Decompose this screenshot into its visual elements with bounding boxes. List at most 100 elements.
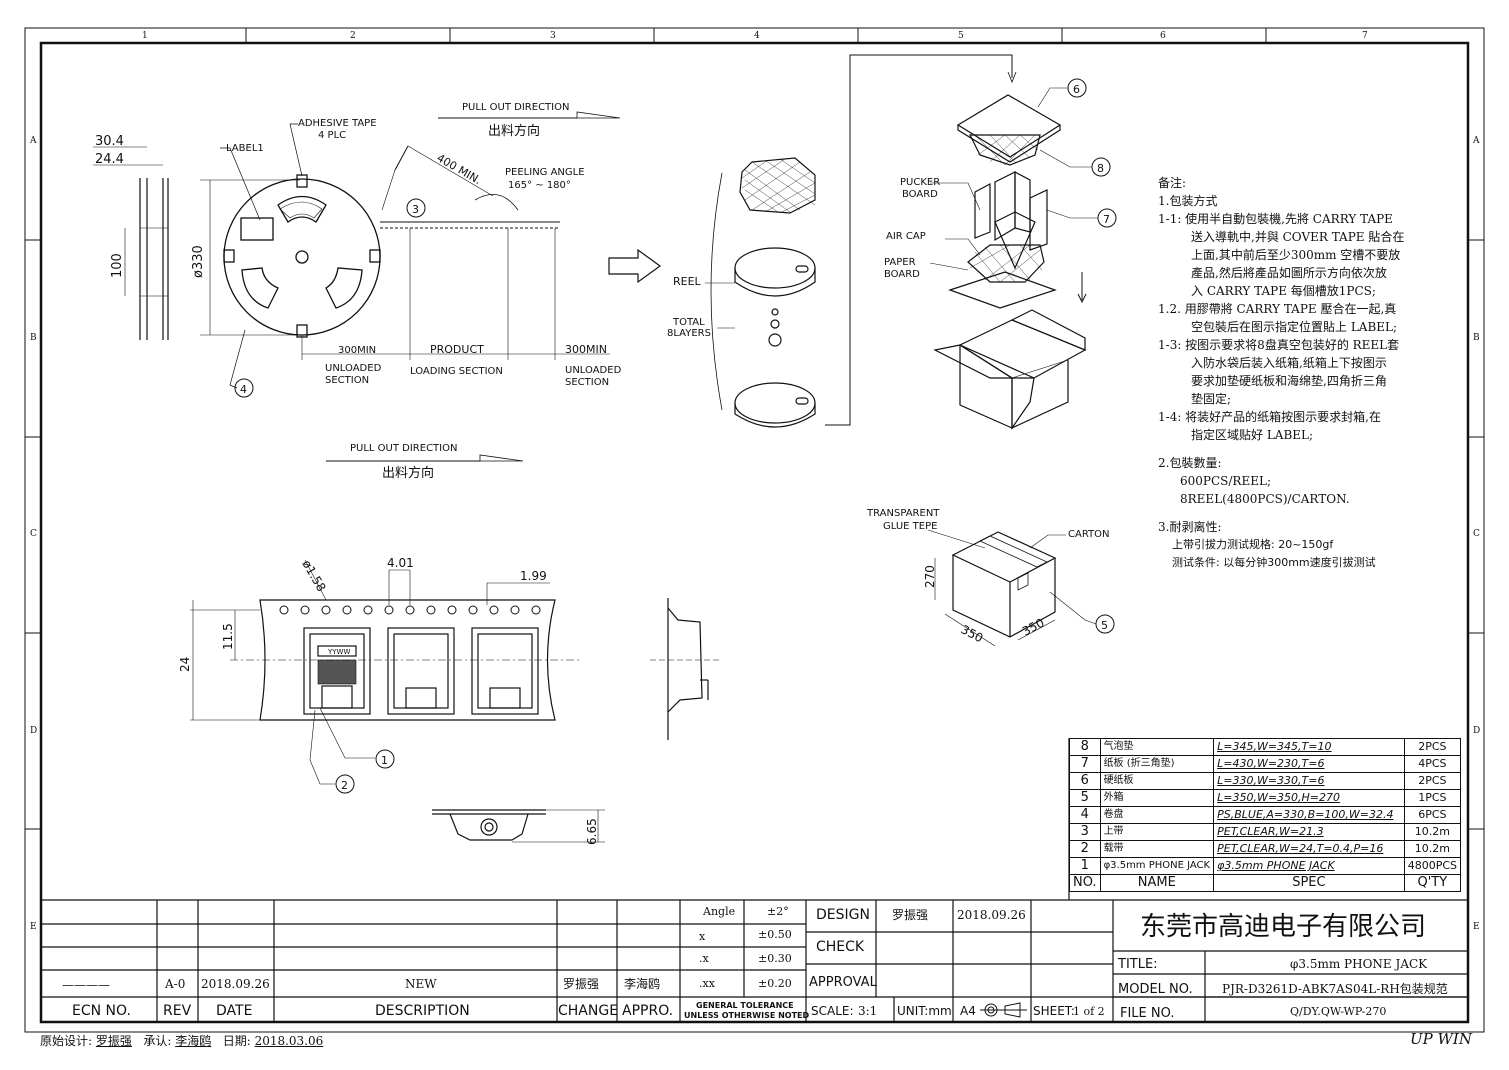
bom-spec: PS,BLUE,A=330,B=100,W=32.4 — [1213, 806, 1405, 824]
carton-width-1: 350 — [959, 622, 986, 645]
grid-row-d-right: D — [1473, 726, 1480, 736]
bom-qty: 4800PCS — [1403, 857, 1462, 875]
bom-name: 外箱 — [1099, 789, 1215, 807]
qty-per-reel: 600PCS/REEL; — [1180, 474, 1271, 488]
header-date: DATE — [216, 1003, 252, 1019]
note-1-1-d: 產品,然后將產品如圖所示方向依次放 — [1191, 266, 1387, 280]
bom-no: 1 — [1069, 857, 1101, 875]
tape-length-400: 400 MIN. — [435, 151, 484, 187]
glue-tape-label: GLUE TEPE — [883, 521, 937, 532]
bom-no: 6 — [1069, 772, 1101, 790]
model-label: MODEL NO. — [1118, 982, 1193, 997]
callout-7: 7 — [1103, 213, 1110, 226]
bom-no: 8 — [1069, 738, 1101, 756]
adhesive-tape-label: ADHESIVE TAPE — [298, 118, 377, 129]
peel-test-condition: 测试条件: 以每分钟300mm速度引拔测试 — [1172, 556, 1376, 569]
pull-out-direction-2: PULL OUT DIRECTION — [350, 443, 457, 454]
note-1-2-b: 空包裝后在图示指定位置貼上 LABEL; — [1191, 320, 1398, 334]
process-arrow — [608, 248, 662, 284]
bom-qty: 4PCS — [1403, 755, 1462, 773]
header-appro: APPRO. — [622, 1003, 673, 1019]
carrier-tape — [190, 559, 580, 785]
tol-xxx-value: ±0.20 — [758, 977, 792, 990]
grid-col-3: 3 — [550, 31, 556, 41]
pucker-board-label: BOARD — [902, 189, 938, 200]
note-1-1-c: 上面,其中前后至少300mm 空槽不要放 — [1191, 248, 1401, 262]
reel-label: REEL — [673, 275, 702, 288]
bom-spec: L=350,W=350,H=270 — [1213, 789, 1405, 807]
bom-name: 卷盘 — [1099, 806, 1215, 824]
packaging-notes: 备注: 1.包装方式 1-1: 使用半自動包裝機,先將 CARRY TAPE 送… — [1158, 174, 1436, 572]
box-exploded — [929, 87, 1098, 430]
callout-5: 5 — [1101, 619, 1108, 632]
total-label: TOTAL — [672, 317, 705, 328]
note-1-4: 1-4: 将装好产品的纸箱按图示要求封箱,在 — [1158, 410, 1381, 424]
dim-24-4: 24.4 — [95, 152, 124, 167]
grid-col-7: 7 — [1362, 31, 1368, 41]
callout-1-circle — [375, 749, 395, 769]
grid-row-e-right: E — [1473, 922, 1480, 932]
notes-section-1: 1.包装方式 — [1158, 194, 1218, 208]
unit-label: UNIT:mm — [897, 1004, 952, 1018]
carton-height: 270 — [923, 565, 937, 588]
header-ecn: ECN NO. — [72, 1003, 131, 1019]
note-1-3-c: 要求加垫硬纸板和海绵垫,四角折三角 — [1191, 374, 1387, 388]
scale-value: 3:1 — [858, 1004, 877, 1018]
tol-xx-value: ±0.30 — [758, 952, 792, 965]
unloaded-left-1: UNLOADED — [325, 363, 382, 374]
pitch-4-01: 4.01 — [387, 556, 414, 570]
bom-qty: 10.2m — [1403, 840, 1462, 858]
bom-name: 上带 — [1099, 823, 1215, 841]
tol-x-value: ±0.50 — [758, 928, 792, 941]
peeling-angle: PEELING ANGLE — [505, 167, 585, 178]
dim-30-4: 30.4 — [95, 134, 124, 149]
tape-side-profile — [650, 598, 720, 740]
ack-name: 李海鸥 — [175, 1034, 212, 1048]
bom-spec: φ3.5mm PHONE JACK — [1213, 857, 1405, 875]
callout-2: 2 — [341, 779, 348, 792]
callout-5-circle — [1095, 614, 1115, 634]
bom-no: 4 — [1069, 806, 1101, 824]
bom-spec: PET,CLEAR,W=24,T=0.4,P=16 — [1213, 840, 1405, 858]
callout-3-circle — [406, 198, 426, 218]
dim-11-5: 11.5 — [221, 623, 235, 650]
pull-out-direction: PULL OUT DIRECTION — [462, 102, 569, 113]
paper-size: A4 — [960, 1004, 976, 1018]
grid-row-e: E — [30, 922, 37, 932]
callout-1: 1 — [381, 754, 388, 767]
bom-no: 7 — [1069, 755, 1101, 773]
loading-section: LOADING SECTION — [410, 366, 503, 377]
bom-no: 5 — [1069, 789, 1101, 807]
product-label: PRODUCT — [430, 343, 484, 356]
bom-qty: 2PCS — [1403, 772, 1462, 790]
callout-3: 3 — [412, 203, 419, 216]
date-label: 日期: — [222, 1034, 251, 1048]
inner-border — [39, 41, 1470, 1024]
hole-diameter: ø1.58 — [299, 558, 328, 594]
grid-row-a: A — [29, 136, 37, 146]
note-1-1: 1-1: 使用半自動包裝機,先將 CARRY TAPE — [1158, 212, 1393, 226]
ack-label: 承认: — [143, 1034, 172, 1048]
pucker-label: PUCKER — [900, 177, 940, 188]
tol-angle: Angle — [702, 905, 735, 918]
notes-section-2: 2.包裝數量: — [1158, 456, 1222, 470]
projection-symbol-icon — [980, 1002, 1027, 1018]
callout-2-circle — [335, 774, 355, 794]
notes-section-3: 3.耐剥离性: — [1158, 520, 1222, 534]
sheet-label: SHEET: — [1033, 1004, 1075, 1018]
dim-330: ø330 — [191, 245, 206, 278]
bom-name: φ3.5mm PHONE JACK — [1099, 857, 1215, 875]
bom-qty: 2PCS — [1403, 738, 1462, 756]
label1: LABEL1 — [226, 143, 264, 154]
dim-300-right: 300MIN — [565, 343, 607, 356]
dim-6-65: 6.65 — [585, 818, 599, 845]
bom-name: 硬纸板 — [1099, 772, 1215, 790]
tol-angle-value: ±2° — [767, 905, 789, 918]
designer-name: 罗振强 — [892, 908, 928, 922]
unloaded-right-1: UNLOADED — [565, 365, 622, 376]
